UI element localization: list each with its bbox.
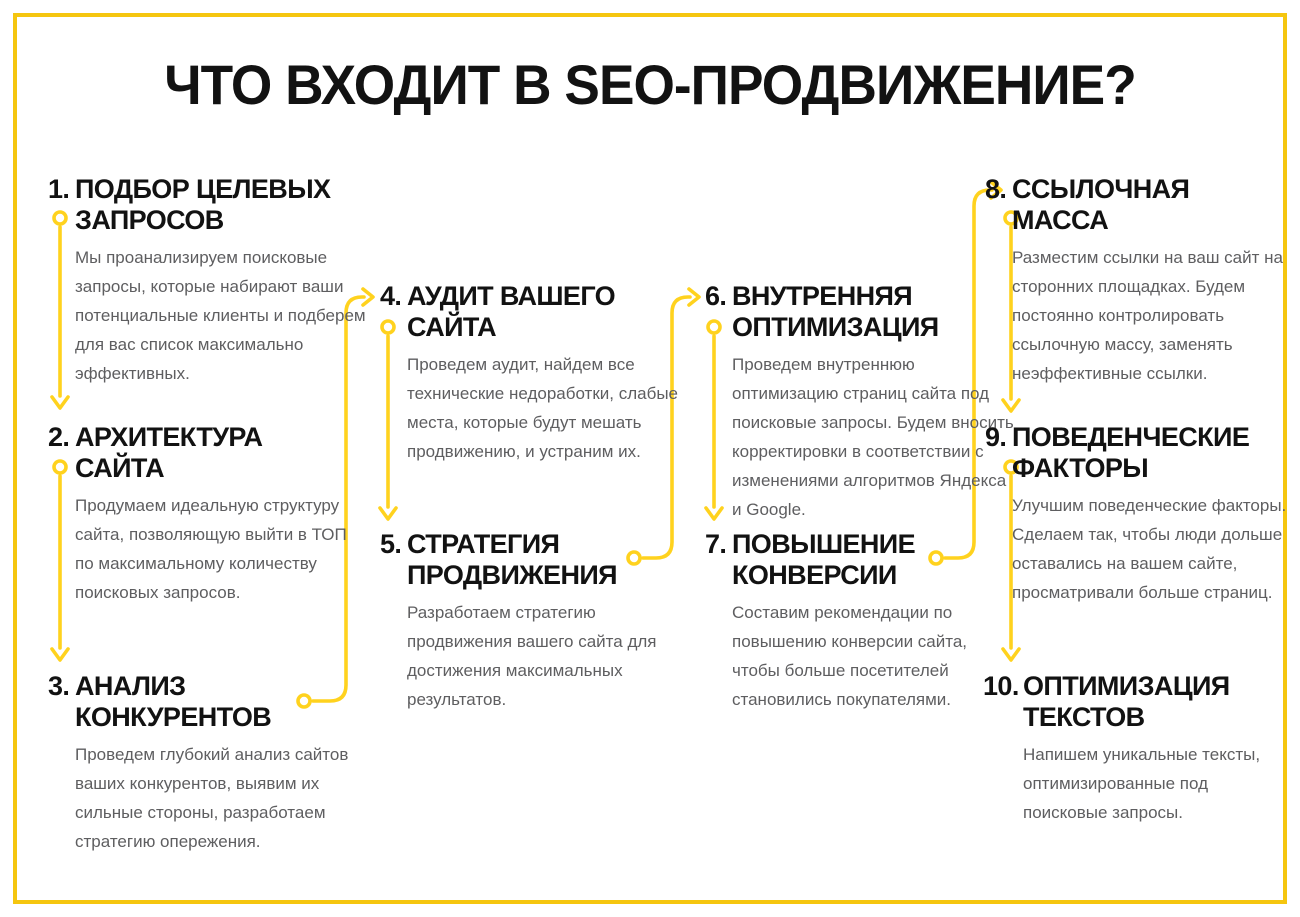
step-heading: АУДИТ ВАШЕГО САЙТА bbox=[407, 281, 616, 342]
step-description: Разместим ссылки на ваш сайт на сторонни… bbox=[1012, 248, 1283, 383]
step-description: Продумаем идеальную структуру сайта, поз… bbox=[75, 496, 347, 602]
step-3-competitor-analysis: 3. АНАЛИЗ КОНКУРЕНТОВ Проведем глубокий … bbox=[48, 671, 390, 856]
step-8-link-mass: 8. ССЫЛОЧНАЯ МАССА Разместим ссылки на в… bbox=[985, 174, 1287, 388]
step-number: 8. bbox=[985, 174, 1007, 204]
step-7-conversion-increase: 7. ПОВЫШЕНИЕ КОНВЕРСИИ Составим рекоменд… bbox=[705, 529, 1010, 714]
step-heading: СТРАТЕГИЯ ПРОДВИЖЕНИЯ bbox=[407, 529, 618, 590]
step-number: 3. bbox=[48, 671, 70, 701]
step-1-target-queries: 1. ПОДБОР ЦЕЛЕВЫХ ЗАПРОСОВ Мы проанализи… bbox=[48, 174, 377, 388]
step-heading: ПОВЫШЕНИЕ КОНВЕРСИИ bbox=[732, 529, 916, 590]
step-number: 1. bbox=[48, 174, 70, 204]
arrow-head-right-icon bbox=[687, 287, 701, 307]
step-number: 5. bbox=[380, 529, 402, 559]
step-heading: АНАЛИЗ КОНКУРЕНТОВ bbox=[75, 671, 272, 732]
step-heading: ССЫЛОЧНАЯ МАССА bbox=[1012, 174, 1190, 235]
step-description: Мы проанализируем поисковые запросы, кот… bbox=[75, 248, 366, 383]
step-heading: АРХИТЕКТУРА САЙТА bbox=[75, 422, 263, 483]
arrow-head-down-icon bbox=[50, 395, 70, 410]
step-description: Проведем внутреннюю оптимизацию страниц … bbox=[732, 355, 1014, 519]
step-5-promotion-strategy: 5. СТРАТЕГИЯ ПРОДВИЖЕНИЯ Разработаем стр… bbox=[380, 529, 689, 714]
step-description: Напишем уникальные тексты, оптимизирован… bbox=[1023, 745, 1261, 822]
step-2-site-architecture: 2. АРХИТЕКТУРА САЙТА Продумаем идеальную… bbox=[48, 422, 347, 607]
step-description: Улучшим поведенческие факторы. Сделаем т… bbox=[1012, 496, 1287, 602]
page-title: ЧТО ВХОДИТ В SEO-ПРОДВИЖЕНИЕ? bbox=[164, 53, 1136, 116]
arrow-head-down-icon bbox=[378, 506, 398, 521]
step-heading: ПОДБОР ЦЕЛЕВЫХ ЗАПРОСОВ bbox=[75, 174, 331, 235]
step-number: 9. bbox=[985, 422, 1007, 452]
step-number: 2. bbox=[48, 422, 70, 452]
step-description: Разработаем стратегию продвижения вашего… bbox=[407, 603, 657, 709]
step-description: Проведем глубокий анализ сайтов ваших ко… bbox=[75, 745, 349, 851]
step-6-internal-optimization: 6. ВНУТРЕННЯЯ ОПТИМИЗАЦИЯ Проведем внутр… bbox=[705, 281, 1020, 524]
step-heading: ОПТИМИЗАЦИЯ ТЕКСТОВ bbox=[1023, 671, 1230, 732]
step-9-behavioral-factors: 9. ПОВЕДЕНЧЕСКИЕ ФАКТОРЫ Улучшим поведен… bbox=[985, 422, 1290, 607]
step-heading: ВНУТРЕННЯЯ ОПТИМИЗАЦИЯ bbox=[732, 281, 939, 342]
step-heading: ПОВЕДЕНЧЕСКИЕ ФАКТОРЫ bbox=[1012, 422, 1250, 483]
step-10-text-optimization: 10. ОПТИМИЗАЦИЯ ТЕКСТОВ Напишем уникальн… bbox=[983, 671, 1275, 827]
step-number: 10. bbox=[983, 671, 1019, 701]
step-number: 4. bbox=[380, 281, 402, 311]
step-4-site-audit: 4. АУДИТ ВАШЕГО САЙТА Проведем аудит, на… bbox=[380, 281, 689, 466]
step-description: Проведем аудит, найдем все технические н… bbox=[407, 355, 679, 461]
arrow-head-down-icon bbox=[50, 647, 70, 662]
step-description: Составим рекомендации по повышению конве… bbox=[732, 603, 968, 709]
step-number: 6. bbox=[705, 281, 727, 311]
step-number: 7. bbox=[705, 529, 727, 559]
